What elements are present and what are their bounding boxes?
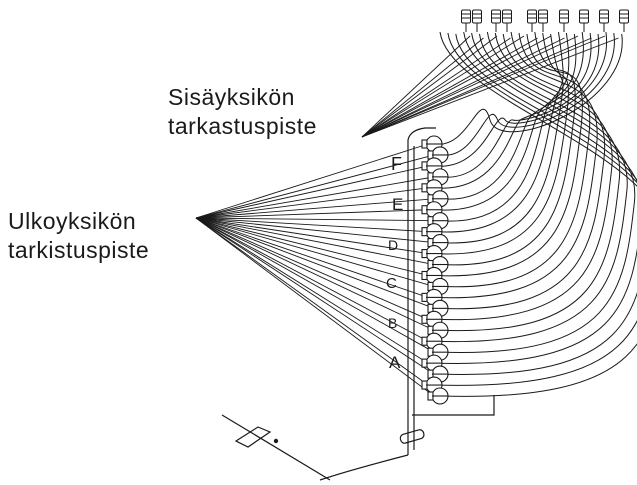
outdoor-leader-line bbox=[195, 217, 435, 375]
port-letter-b: B bbox=[388, 315, 397, 331]
pipe-route bbox=[433, 32, 637, 386]
indoor-leader-line bbox=[361, 37, 538, 138]
connector-body bbox=[527, 9, 537, 24]
indoor-unit-checkpoint-label: Sisäyksikön tarkastuspiste bbox=[168, 83, 317, 141]
outdoor-leader-line bbox=[195, 217, 429, 320]
port-letter-f: F bbox=[391, 154, 402, 174]
outdoor-leader-line bbox=[195, 154, 435, 219]
outdoor-leader-line bbox=[195, 165, 429, 219]
connector-body bbox=[472, 9, 482, 24]
outdoor-leader-line bbox=[195, 217, 435, 353]
panel-bottom-curve bbox=[319, 454, 409, 481]
indoor-leader-line bbox=[361, 35, 498, 138]
outdoor-leader-line bbox=[195, 217, 429, 276]
unit-base-edge bbox=[221, 414, 331, 481]
outdoor-leader-line bbox=[195, 217, 429, 233]
pipe-route bbox=[433, 32, 613, 321]
pipe-route bbox=[439, 31, 584, 200]
port-letter-d: D bbox=[388, 237, 398, 253]
connector-body bbox=[619, 9, 629, 24]
indoor-leader-line bbox=[361, 37, 511, 138]
connector-body bbox=[538, 9, 548, 24]
indoor-leader-line bbox=[361, 35, 525, 138]
outdoor-label-line-1: Ulkoyksikön bbox=[8, 208, 137, 234]
pipe-route bbox=[433, 31, 607, 167]
connector-body bbox=[502, 9, 512, 24]
outdoor-leader-line bbox=[195, 217, 435, 222]
pipe-route bbox=[439, 33, 600, 178]
pipe-route bbox=[433, 31, 598, 299]
pipe-route bbox=[439, 33, 637, 375]
indoor-label-line-2: tarkastuspiste bbox=[168, 113, 317, 139]
outdoor-leader-line bbox=[195, 176, 435, 219]
outdoor-leader-line bbox=[195, 198, 435, 219]
outdoor-unit-checkpoint-label: Ulkoyksikön tarkistuspiste bbox=[8, 207, 149, 265]
outdoor-leader-line bbox=[195, 217, 429, 298]
pipe-route bbox=[433, 32, 592, 189]
indoor-leader-line bbox=[361, 35, 471, 138]
indoor-pipe-lines bbox=[433, 31, 637, 397]
service-valves bbox=[421, 135, 449, 405]
connector-body bbox=[461, 9, 471, 24]
pipe-route bbox=[433, 33, 583, 277]
pipe-route bbox=[439, 32, 636, 354]
port-letters: F E D C B A bbox=[386, 154, 403, 372]
outdoor-leader-line bbox=[195, 217, 429, 342]
pipe-route bbox=[433, 31, 564, 233]
panel-bracket bbox=[412, 395, 495, 416]
outdoor-leader-line bbox=[195, 217, 435, 244]
outdoor-leader-line bbox=[195, 217, 435, 287]
pipe-route bbox=[439, 32, 615, 156]
outdoor-leader-line bbox=[195, 217, 435, 309]
port-letter-c: C bbox=[386, 275, 397, 292]
outdoor-label-line-2: tarkistuspiste bbox=[8, 237, 150, 263]
outdoor-leader-line bbox=[195, 187, 429, 219]
pipe-route bbox=[439, 33, 606, 310]
indoor-leader-line bbox=[361, 37, 565, 138]
outdoor-leader-line bbox=[195, 217, 429, 386]
pipe-route bbox=[433, 33, 628, 343]
indoor-leader-line bbox=[361, 37, 619, 138]
outdoor-leader-line bbox=[195, 217, 435, 331]
port-letter-a: A bbox=[389, 353, 401, 372]
indoor-leader-line bbox=[361, 37, 592, 138]
connector-body bbox=[491, 9, 501, 24]
indoor-leader-line bbox=[361, 35, 552, 138]
pipe-route bbox=[433, 31, 637, 364]
connector-body bbox=[559, 9, 569, 24]
indoor-leader-line bbox=[361, 35, 606, 138]
pipe-route bbox=[439, 32, 570, 222]
panel-top-corner bbox=[407, 127, 436, 141]
indoor-leader-line bbox=[361, 35, 579, 138]
connector-body bbox=[599, 9, 609, 24]
outdoor-leader-line bbox=[195, 217, 429, 364]
screw-dot bbox=[273, 438, 279, 444]
pipe-route bbox=[439, 31, 637, 397]
leader-lines bbox=[195, 35, 619, 397]
connector-body bbox=[579, 9, 589, 24]
outdoor-leader-line bbox=[195, 217, 429, 255]
pipe-route bbox=[439, 32, 591, 288]
outdoor-leader-line bbox=[195, 143, 429, 219]
outdoor-leader-line bbox=[195, 217, 435, 265]
pipe-route bbox=[433, 32, 569, 255]
outdoor-leader-line bbox=[195, 217, 435, 397]
pipe-route bbox=[439, 31, 621, 332]
indoor-unit-connectors bbox=[461, 9, 629, 32]
pipe-route bbox=[433, 33, 623, 145]
base-foot bbox=[234, 426, 272, 448]
outdoor-leader-line bbox=[195, 209, 429, 219]
indoor-label-line-1: Sisäyksikön bbox=[168, 84, 295, 110]
indoor-leader-line bbox=[361, 37, 484, 138]
panel-latch bbox=[399, 429, 425, 444]
pipe-route bbox=[439, 31, 576, 266]
port-letter-e: E bbox=[392, 195, 403, 214]
outdoor-unit-panel bbox=[221, 127, 495, 481]
